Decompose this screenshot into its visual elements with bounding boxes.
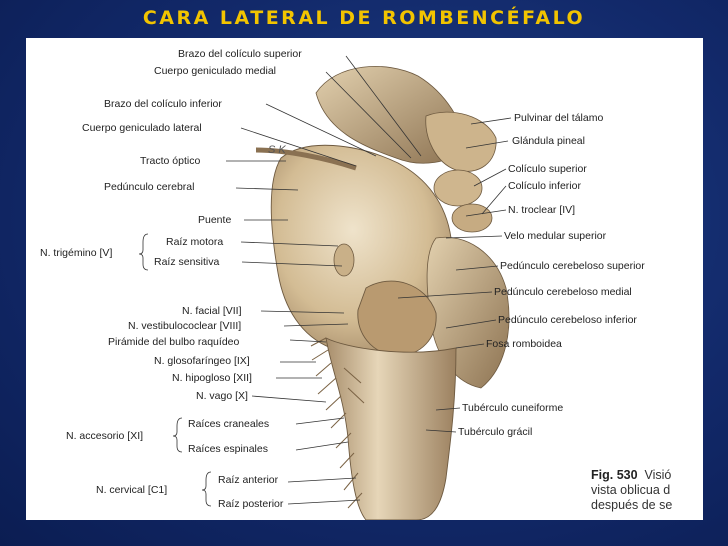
label-n-trigemino: N. trigémino [V] (40, 247, 113, 259)
trigeminal-root (333, 243, 355, 277)
label-ped-cereb-medial: Pedúnculo cerebeloso medial (494, 286, 632, 298)
label-pulvinar: Pulvinar del tálamo (514, 112, 604, 124)
label-n-troclear: N. troclear [IV] (508, 204, 576, 216)
optic-tract (255, 147, 357, 171)
medulla-cord (325, 337, 457, 520)
label-coliculo-superior: Colículo superior (508, 163, 587, 175)
label-tuberculo-gracil: Tubérculo grácil (458, 426, 533, 438)
label-velo-medular: Velo medular superior (504, 230, 607, 242)
label-glandula-pineal: Glándula pineal (512, 135, 585, 147)
label-coliculo-inferior: Colículo inferior (508, 180, 581, 192)
caption-line1: Visió (644, 468, 672, 482)
label-n-accesorio: N. accesorio [XI] (66, 430, 144, 442)
label-cuerpo-geniculado-lateral: Cuerpo geniculado lateral (82, 122, 202, 134)
label-puente: Puente (198, 214, 232, 226)
label-tuberculo-cuneiforme: Tubérculo cuneiforme (462, 402, 564, 414)
brainstem-illustration (138, 55, 512, 520)
label-cuerpo-geniculado-medial: Cuerpo geniculado medial (154, 65, 276, 77)
label-fosa-romboidea: Fosa romboidea (486, 338, 562, 350)
label-tracto-optico: Tracto óptico (140, 155, 201, 167)
caption-line3: después de se (591, 498, 673, 512)
colliculus-inferior (451, 203, 493, 233)
label-raices-espinales: Raíces espinales (188, 443, 268, 455)
figure-panel: S K Brazo del colículo superior Cuerpo g… (26, 38, 703, 520)
label-ped-cereb-inferior: Pedúnculo cerebeloso inferior (498, 314, 637, 326)
pulvinar (425, 111, 497, 172)
label-ped-cereb-superior: Pedúnculo cerebeloso superior (500, 260, 645, 272)
label-n-hipogloso: N. hipogloso [XII] (172, 372, 252, 384)
figure-caption: Fig. 530 Visió vista oblicua d después d… (591, 468, 672, 513)
label-n-facial: N. facial [VII] (182, 305, 242, 317)
label-raiz-anterior: Raíz anterior (218, 474, 279, 486)
label-n-cervical: N. cervical [C1] (96, 484, 168, 496)
label-pedunculo-cerebral: Pedúnculo cerebral (104, 181, 195, 193)
label-raiz-sensitiva: Raíz sensitiva (154, 256, 220, 268)
label-n-vestibulococlear: N. vestibulococlear [VIII] (128, 320, 242, 332)
braces (138, 233, 212, 507)
middle-peduncle-cut (357, 280, 437, 357)
artist-initials: S K (268, 144, 286, 156)
colliculus-superior (433, 169, 483, 207)
label-brazo-coliculo-inferior: Brazo del colículo inferior (104, 98, 222, 110)
label-raiz-motora: Raíz motora (166, 236, 224, 248)
slide-title: CARA LATERAL DE ROMBENCÉFALO (142, 7, 586, 29)
nerve-rootlets (310, 337, 365, 509)
label-brazo-coliculo-superior: Brazo del colículo superior (178, 48, 302, 60)
leader-lines-left (226, 55, 422, 505)
figure-number: Fig. 530 (591, 468, 638, 482)
label-raices-craneales: Raíces craneales (188, 418, 270, 430)
label-piramide-bulbo: Pirámide del bulbo raquídeo (108, 336, 240, 348)
label-n-vago: N. vago [X] (196, 390, 248, 402)
leader-lines-right (397, 117, 512, 433)
label-raiz-posterior: Raíz posterior (218, 498, 284, 510)
label-n-glosofaringeo: N. glosofaríngeo [IX] (154, 355, 250, 367)
caption-line2: vista oblicua d (591, 483, 671, 497)
